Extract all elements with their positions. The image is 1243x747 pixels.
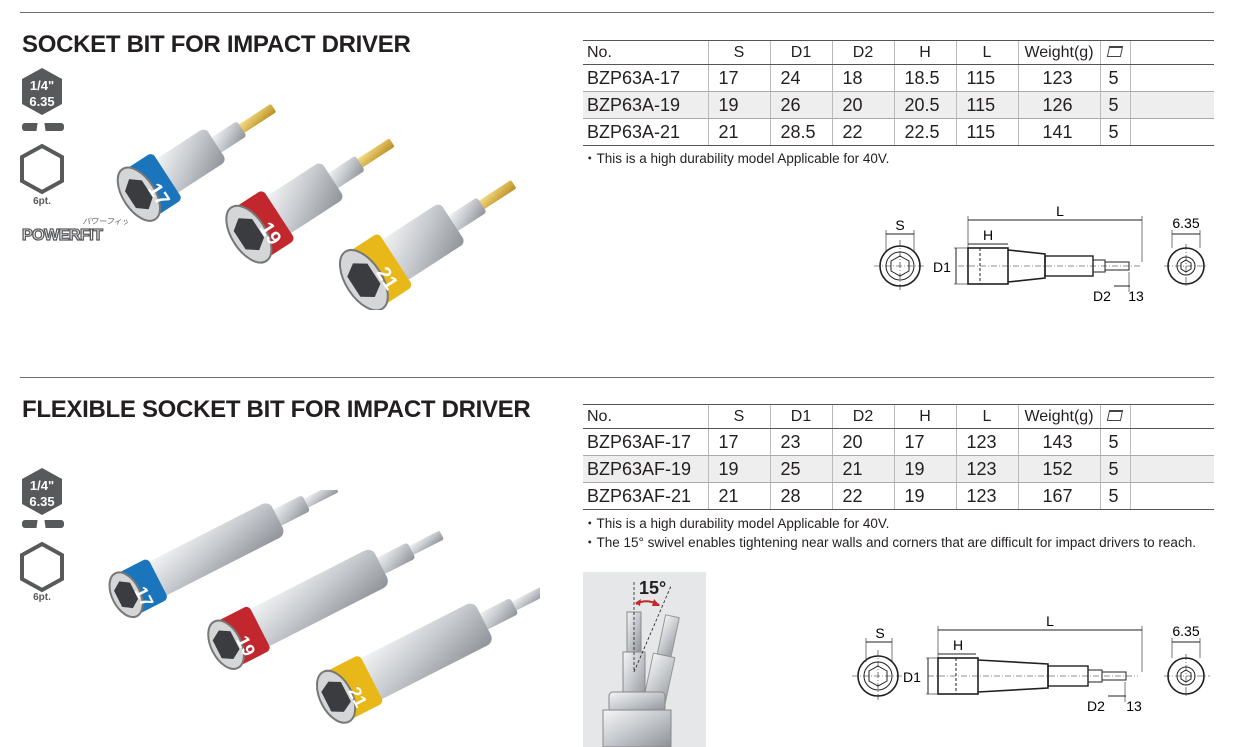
dim-l: L (1046, 613, 1054, 629)
section-2-top-rule (20, 377, 1214, 378)
col-package-icon (1099, 404, 1130, 429)
table-header-row: No. S D1 D2 H L Weight(g) (583, 404, 1214, 429)
section-2-title: FLEXIBLE SOCKET BIT FOR IMPACT DRIVER (22, 396, 531, 423)
dim-d1: D1 (933, 259, 951, 275)
col-weight: Weight(g) (1017, 40, 1100, 65)
col-h: H (893, 404, 956, 429)
dim-d1: D1 (903, 669, 921, 685)
table-row: BZP63AF-21 21 28 22 19 123 167 5 (583, 482, 1214, 510)
socket-19-red: 19 (207, 531, 444, 670)
col-weight: Weight(g) (1017, 404, 1100, 429)
dim-h: H (983, 227, 993, 243)
note-line: ・This is a high durability model Applica… (583, 151, 890, 166)
table-row: BZP63A-17 17 24 18 18.5 115 123 5 (583, 64, 1214, 92)
section-1-top-rule (20, 12, 1214, 13)
table-row: BZP63AF-19 19 25 21 19 123 152 5 (583, 455, 1214, 483)
dim-635: 6.35 (1172, 623, 1199, 639)
hex-shank-icon (22, 120, 64, 134)
dim-d2: D2 (1093, 288, 1111, 304)
col-s: S (707, 40, 770, 65)
powerfit-logo: POWERFIT (22, 227, 103, 244)
package-icon (1106, 45, 1124, 57)
note-line: ・The 15° swivel enables tightening near … (583, 535, 1196, 550)
col-s: S (707, 404, 770, 429)
table-header-row: No. S D1 D2 H L Weight(g) (583, 40, 1214, 65)
dim-l: L (1056, 203, 1064, 219)
badge-pt-text: 6pt. (33, 592, 51, 603)
section-1-title: SOCKET BIT FOR IMPACT DRIVER (22, 31, 411, 58)
package-icon (1106, 409, 1124, 421)
col-d2: D2 (831, 40, 894, 65)
dimension-drawing-1: S L H D1 D2 13 6.35 (874, 203, 1208, 304)
dim-635: 6.35 (1172, 215, 1199, 231)
note-line: ・This is a high durability model Applica… (583, 516, 890, 531)
col-l: L (955, 404, 1018, 429)
section-1-notes: ・This is a high durability model Applica… (583, 149, 1213, 168)
section-2-notes: ・This is a high durability model Applica… (583, 514, 1213, 552)
dim-s: S (875, 625, 884, 641)
flexible-socket-bit-product-image: 17 19 21 (108, 490, 540, 724)
col-no: No. (583, 40, 708, 65)
col-d2: D2 (831, 404, 894, 429)
socket-19-red: 19 (225, 139, 394, 264)
dim-s: S (895, 217, 904, 233)
badge-mm-text: 6.35 (29, 94, 54, 109)
hex-shank-icon (22, 517, 64, 531)
col-package-icon (1099, 40, 1130, 65)
swivel-angle-illustration: 15° (583, 572, 706, 747)
socket-21-yellow: 21 (338, 180, 516, 310)
badge-mm-text: 6.35 (29, 494, 54, 509)
col-h: H (893, 40, 956, 65)
drive-size-badge: 1/4" 6.35 6pt. (20, 468, 64, 603)
col-d1: D1 (769, 404, 832, 429)
table-row: BZP63A-19 19 26 20 20.5 115 126 5 (583, 91, 1214, 119)
badge-inch-text: 1/4" (30, 478, 54, 493)
powerfit-kana: パワーフィット (82, 217, 128, 226)
socket-21-yellow: 21 (315, 586, 540, 724)
spec-table-flexible-socket-bit: No. S D1 D2 H L Weight(g) BZP63AF-17 17 … (583, 404, 1214, 510)
col-l: L (955, 40, 1018, 65)
socket-17-blue: 17 (108, 490, 338, 619)
hexagon-6pt-icon (20, 541, 64, 593)
col-no: No. (583, 404, 708, 429)
drive-size-badge: 1/4" 6.35 6pt. パワーフィット POWERFIT (20, 68, 128, 245)
dim-13: 13 (1126, 698, 1142, 714)
col-d1: D1 (769, 40, 832, 65)
table-row: BZP63A-21 21 28.5 22 22.5 115 141 5 (583, 118, 1214, 146)
hexagon-6pt-icon (20, 143, 64, 195)
badge-pt-text: 6pt. (33, 196, 51, 207)
dim-13: 13 (1128, 288, 1144, 304)
dim-h: H (953, 637, 963, 653)
table-row: BZP63AF-17 17 23 20 17 123 143 5 (583, 428, 1214, 456)
socket-17-blue: 17 (116, 104, 276, 222)
spec-table-socket-bit: No. S D1 D2 H L Weight(g) BZP63A-17 17 2… (583, 40, 1214, 146)
badge-inch-text: 1/4" (30, 78, 54, 93)
dimension-drawing-2: S L H D1 D2 13 6.35 (852, 613, 1210, 714)
swivel-angle-label: 15° (639, 578, 666, 598)
dim-d2: D2 (1087, 698, 1105, 714)
socket-bit-product-image: 17 19 21 (116, 104, 516, 310)
